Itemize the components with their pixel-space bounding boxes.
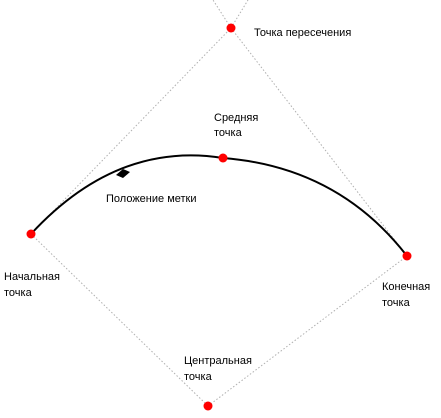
start-label-line1: Начальная [4,271,60,283]
middle-label-line1: Средняя [214,112,258,124]
start-label-line2: точка [4,287,33,299]
guide-start-intersection [30,27,232,235]
center-label-line1: Центральная [184,355,252,367]
middle-point [218,153,228,163]
guide-center-end [207,255,408,407]
center-point [203,401,213,411]
arc-curve [30,154,408,257]
center-label-line2: точка [184,371,213,383]
guide-intersection-upper-right [230,0,249,29]
guide-intersection-end [230,27,408,257]
end-label-line1: Конечная [382,281,430,293]
marker-label: Положение метки [106,193,197,205]
label-position-marker [116,169,130,178]
intersection-point [226,23,236,33]
guide-start-center [30,233,209,407]
middle-label-line2: точка [214,127,243,139]
start-point [26,229,36,239]
guide-intersection-upper [212,0,232,29]
end-point [402,251,412,261]
intersection-label: Точка пересечения [254,27,351,39]
end-label-line2: точка [382,297,411,309]
